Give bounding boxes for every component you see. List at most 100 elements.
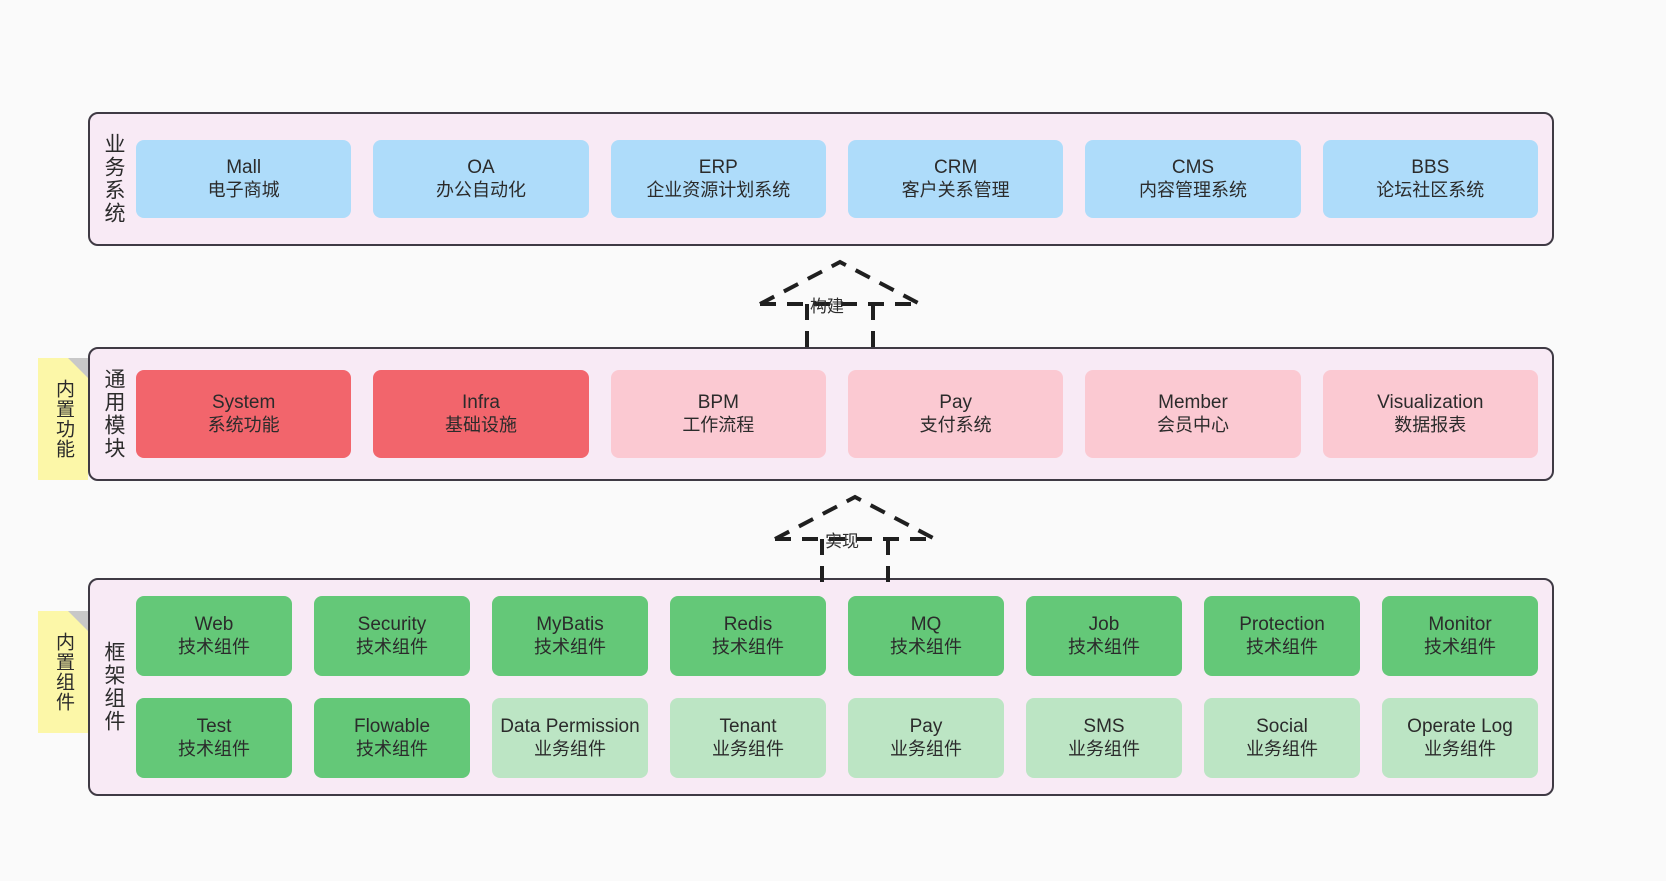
box-title: Tenant [719, 716, 777, 738]
realization-arrow-icon [759, 259, 921, 350]
layer-title-framework-components: 框架组件 [102, 641, 126, 733]
box-subtitle: 技术组件 [356, 636, 428, 657]
connector-implement: 实现 [765, 485, 945, 585]
box-subtitle: 会员中心 [1156, 414, 1229, 435]
layer-common-modules: 通用模块 System 系统功能 Infra 基础设施 BPM 工作流程 Pay… [88, 347, 1554, 481]
note-builtin-components: 内置组件 [38, 611, 88, 733]
box-subtitle: 业务组件 [1424, 738, 1496, 759]
layer-business-systems: 业务系统 Mall 电子商城 OA 办公自动化 ERP 企业资源计划系统 CRM… [88, 112, 1554, 246]
box-redis[interactable]: Redis 技术组件 [670, 596, 826, 676]
box-title: MyBatis [536, 614, 604, 636]
box-title: Flowable [353, 716, 431, 738]
box-operate-log[interactable]: Operate Log 业务组件 [1382, 698, 1538, 778]
box-monitor[interactable]: Monitor 技术组件 [1382, 596, 1538, 676]
box-subtitle: 论坛社区系统 [1376, 179, 1485, 200]
box-web[interactable]: Web 技术组件 [136, 596, 292, 676]
layer-body-common-modules: System 系统功能 Infra 基础设施 BPM 工作流程 Pay 支付系统… [136, 349, 1552, 479]
box-oa[interactable]: OA 办公自动化 [373, 140, 589, 218]
box-title: ERP [698, 157, 738, 179]
box-title: BBS [1411, 157, 1450, 179]
box-title: CMS [1171, 157, 1215, 179]
box-title: Pay [909, 716, 943, 738]
box-mybatis[interactable]: MyBatis 技术组件 [492, 596, 648, 676]
box-title: Test [196, 716, 232, 738]
box-subtitle: 客户关系管理 [901, 179, 1010, 200]
box-pay-module[interactable]: Pay 支付系统 [847, 370, 1064, 458]
box-flowable[interactable]: Flowable 技术组件 [314, 698, 470, 778]
box-subtitle: 业务组件 [890, 738, 962, 759]
box-infra[interactable]: Infra 基础设施 [373, 370, 589, 458]
box-title: System [211, 392, 276, 414]
box-subtitle: 系统功能 [207, 414, 280, 435]
row-business-systems: Mall 电子商城 OA 办公自动化 ERP 企业资源计划系统 CRM 客户关系… [136, 140, 1538, 218]
layer-title-business-systems: 业务系统 [102, 133, 126, 225]
box-erp[interactable]: ERP 企业资源计划系统 [610, 140, 826, 218]
box-tenant[interactable]: Tenant 业务组件 [670, 698, 826, 778]
note-text: 内置功能 [52, 379, 74, 459]
box-security[interactable]: Security 技术组件 [314, 596, 470, 676]
box-subtitle: 业务组件 [1246, 738, 1318, 759]
box-subtitle: 数据报表 [1394, 414, 1467, 435]
note-fold-corner-icon [68, 358, 88, 378]
box-title: Security [357, 614, 427, 636]
box-title: OA [467, 157, 495, 179]
box-subtitle: 基础设施 [444, 414, 517, 435]
note-builtin-features: 内置功能 [38, 358, 88, 480]
box-subtitle: 技术组件 [1068, 636, 1140, 657]
box-crm[interactable]: CRM 客户关系管理 [847, 140, 1064, 218]
box-title: Operate Log [1407, 716, 1513, 738]
box-subtitle: 业务组件 [534, 738, 606, 759]
box-bpm[interactable]: BPM 工作流程 [610, 370, 826, 458]
box-title: Data Permission [500, 716, 640, 738]
box-title: Redis [723, 614, 773, 636]
box-test[interactable]: Test 技术组件 [136, 698, 292, 778]
box-title: Monitor [1428, 614, 1492, 636]
layer-title-common-modules: 通用模块 [102, 368, 126, 460]
box-title: MQ [910, 614, 942, 636]
box-title: Social [1256, 716, 1308, 738]
box-subtitle: 技术组件 [534, 636, 606, 657]
note-fold-corner-icon [68, 611, 88, 631]
box-subtitle: 工作流程 [682, 414, 755, 435]
box-mall[interactable]: Mall 电子商城 [136, 140, 352, 218]
box-title: Visualization [1377, 392, 1484, 414]
layer-body-business-systems: Mall 电子商城 OA 办公自动化 ERP 企业资源计划系统 CRM 客户关系… [136, 114, 1552, 244]
box-system[interactable]: System 系统功能 [136, 370, 352, 458]
layer-body-framework-components: Web 技术组件 Security 技术组件 MyBatis 技术组件 Redi… [136, 580, 1552, 794]
box-data-permission[interactable]: Data Permission 业务组件 [492, 698, 648, 778]
box-visualization[interactable]: Visualization 数据报表 [1322, 370, 1538, 458]
box-pay-component[interactable]: Pay 业务组件 [848, 698, 1004, 778]
note-text: 内置组件 [52, 632, 74, 712]
box-subtitle: 技术组件 [890, 636, 962, 657]
box-social[interactable]: Social 业务组件 [1204, 698, 1360, 778]
box-job[interactable]: Job 技术组件 [1026, 596, 1182, 676]
box-bbs[interactable]: BBS 论坛社区系统 [1322, 140, 1538, 218]
row-common-modules: System 系统功能 Infra 基础设施 BPM 工作流程 Pay 支付系统… [136, 370, 1538, 458]
box-member[interactable]: Member 会员中心 [1085, 370, 1301, 458]
box-title: BPM [697, 392, 739, 414]
box-title: Pay [939, 392, 973, 414]
box-subtitle: 技术组件 [1246, 636, 1318, 657]
box-subtitle: 技术组件 [1424, 636, 1496, 657]
box-mq[interactable]: MQ 技术组件 [848, 596, 1004, 676]
box-title: Web [194, 614, 234, 636]
box-sms[interactable]: SMS 业务组件 [1026, 698, 1182, 778]
box-title: SMS [1083, 716, 1125, 738]
box-title: CRM [934, 157, 978, 179]
box-protection[interactable]: Protection 技术组件 [1204, 596, 1360, 676]
box-subtitle: 业务组件 [712, 738, 784, 759]
box-title: Protection [1239, 614, 1325, 636]
box-subtitle: 电子商城 [207, 179, 280, 200]
box-title: Job [1088, 614, 1120, 636]
box-subtitle: 技术组件 [178, 636, 250, 657]
box-cms[interactable]: CMS 内容管理系统 [1085, 140, 1301, 218]
realization-arrow-icon [774, 494, 936, 585]
box-title: Infra [461, 392, 500, 414]
box-subtitle: 技术组件 [178, 738, 250, 759]
box-subtitle: 技术组件 [356, 738, 428, 759]
connector-build: 构建 [750, 250, 930, 350]
box-title: Mall [226, 157, 262, 179]
box-title: Member [1158, 392, 1228, 414]
box-subtitle: 内容管理系统 [1138, 179, 1247, 200]
